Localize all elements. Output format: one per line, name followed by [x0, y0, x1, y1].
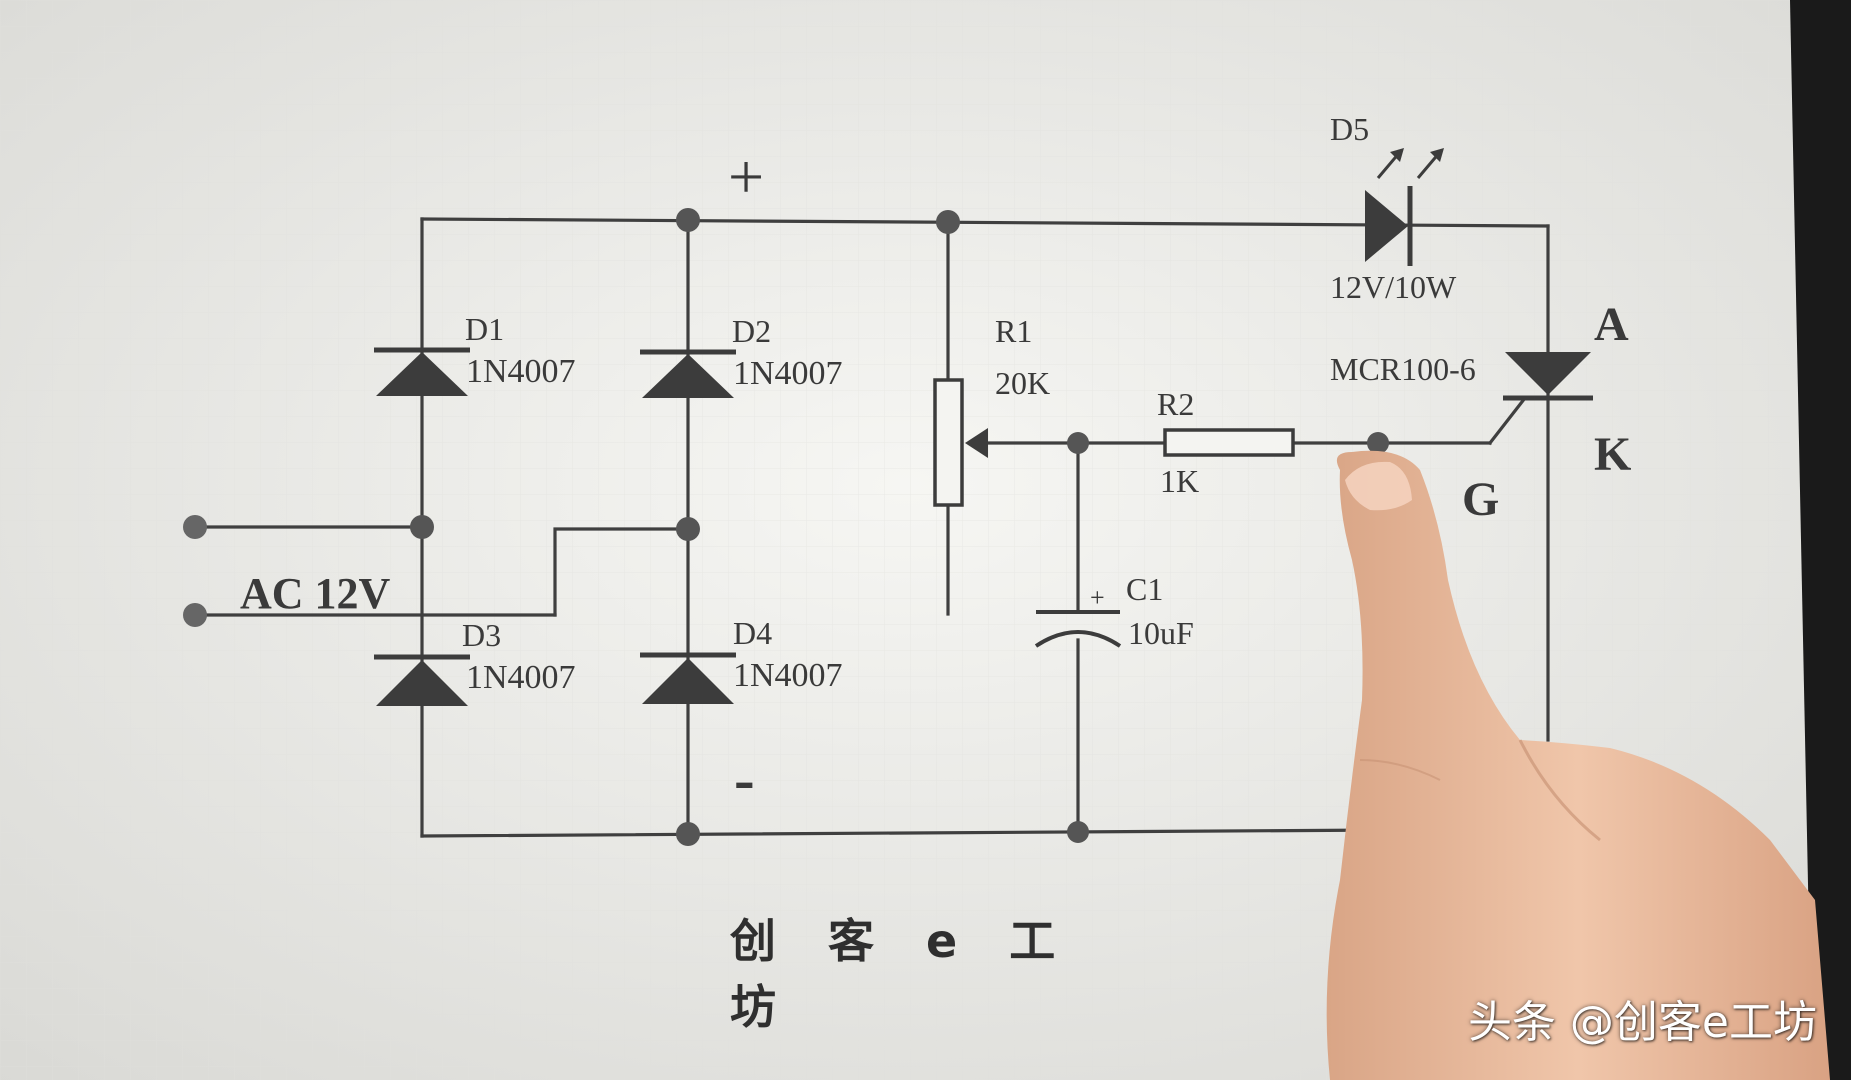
table-edge — [1790, 0, 1851, 1080]
diode-d1 — [374, 347, 470, 396]
c1-ref: C1 — [1126, 571, 1163, 607]
labels: + - AC 12V D1 1N4007 D2 1N4007 D3 1N4007… — [240, 111, 1631, 814]
scr-part: MCR100-6 — [1330, 351, 1476, 387]
scr-gate-label: G — [1462, 473, 1499, 526]
d2-part: 1N4007 — [733, 355, 843, 392]
potentiometer-r1 — [933, 378, 988, 507]
c1-value: 10uF — [1128, 615, 1194, 651]
watermark: 头条 @创客e工坊 — [1467, 997, 1817, 1048]
scr-cathode-label: K — [1594, 428, 1631, 481]
ac-input-label: AC 12V — [240, 569, 391, 618]
junction-nodes — [183, 208, 1391, 846]
diode-d2 — [640, 349, 736, 398]
thyristor-scr — [1503, 352, 1593, 401]
resistor-r2 — [1163, 428, 1295, 457]
diode-d4 — [640, 652, 736, 704]
r1-value: 20K — [995, 365, 1050, 401]
capacitor-c1 — [1034, 610, 1122, 648]
scr-anode-label: A — [1594, 298, 1629, 351]
led-d5 — [1365, 148, 1444, 266]
positive-rail-label: + — [728, 141, 764, 212]
d1-ref: D1 — [465, 311, 504, 347]
footer-title: 创 客 e 工 坊 — [730, 914, 1074, 1034]
r2-ref: R2 — [1157, 386, 1194, 422]
c1-polarity: + — [1090, 583, 1105, 612]
ac-terminal-2 — [183, 603, 207, 627]
r2-value: 1K — [1160, 463, 1199, 499]
d3-ref: D3 — [462, 617, 501, 653]
d3-part: 1N4007 — [466, 659, 576, 696]
d5-rating: 12V/10W — [1330, 269, 1457, 305]
r1-ref: R1 — [995, 313, 1032, 349]
negative-rail-label: - — [734, 746, 755, 814]
d2-ref: D2 — [732, 313, 771, 349]
d5-ref: D5 — [1330, 111, 1369, 147]
d4-ref: D4 — [733, 615, 772, 651]
pointing-hand — [1326, 450, 1830, 1080]
ac-terminal-1 — [183, 515, 207, 539]
d4-part: 1N4007 — [733, 657, 843, 694]
d1-part: 1N4007 — [466, 353, 576, 390]
diode-d3 — [374, 654, 470, 706]
